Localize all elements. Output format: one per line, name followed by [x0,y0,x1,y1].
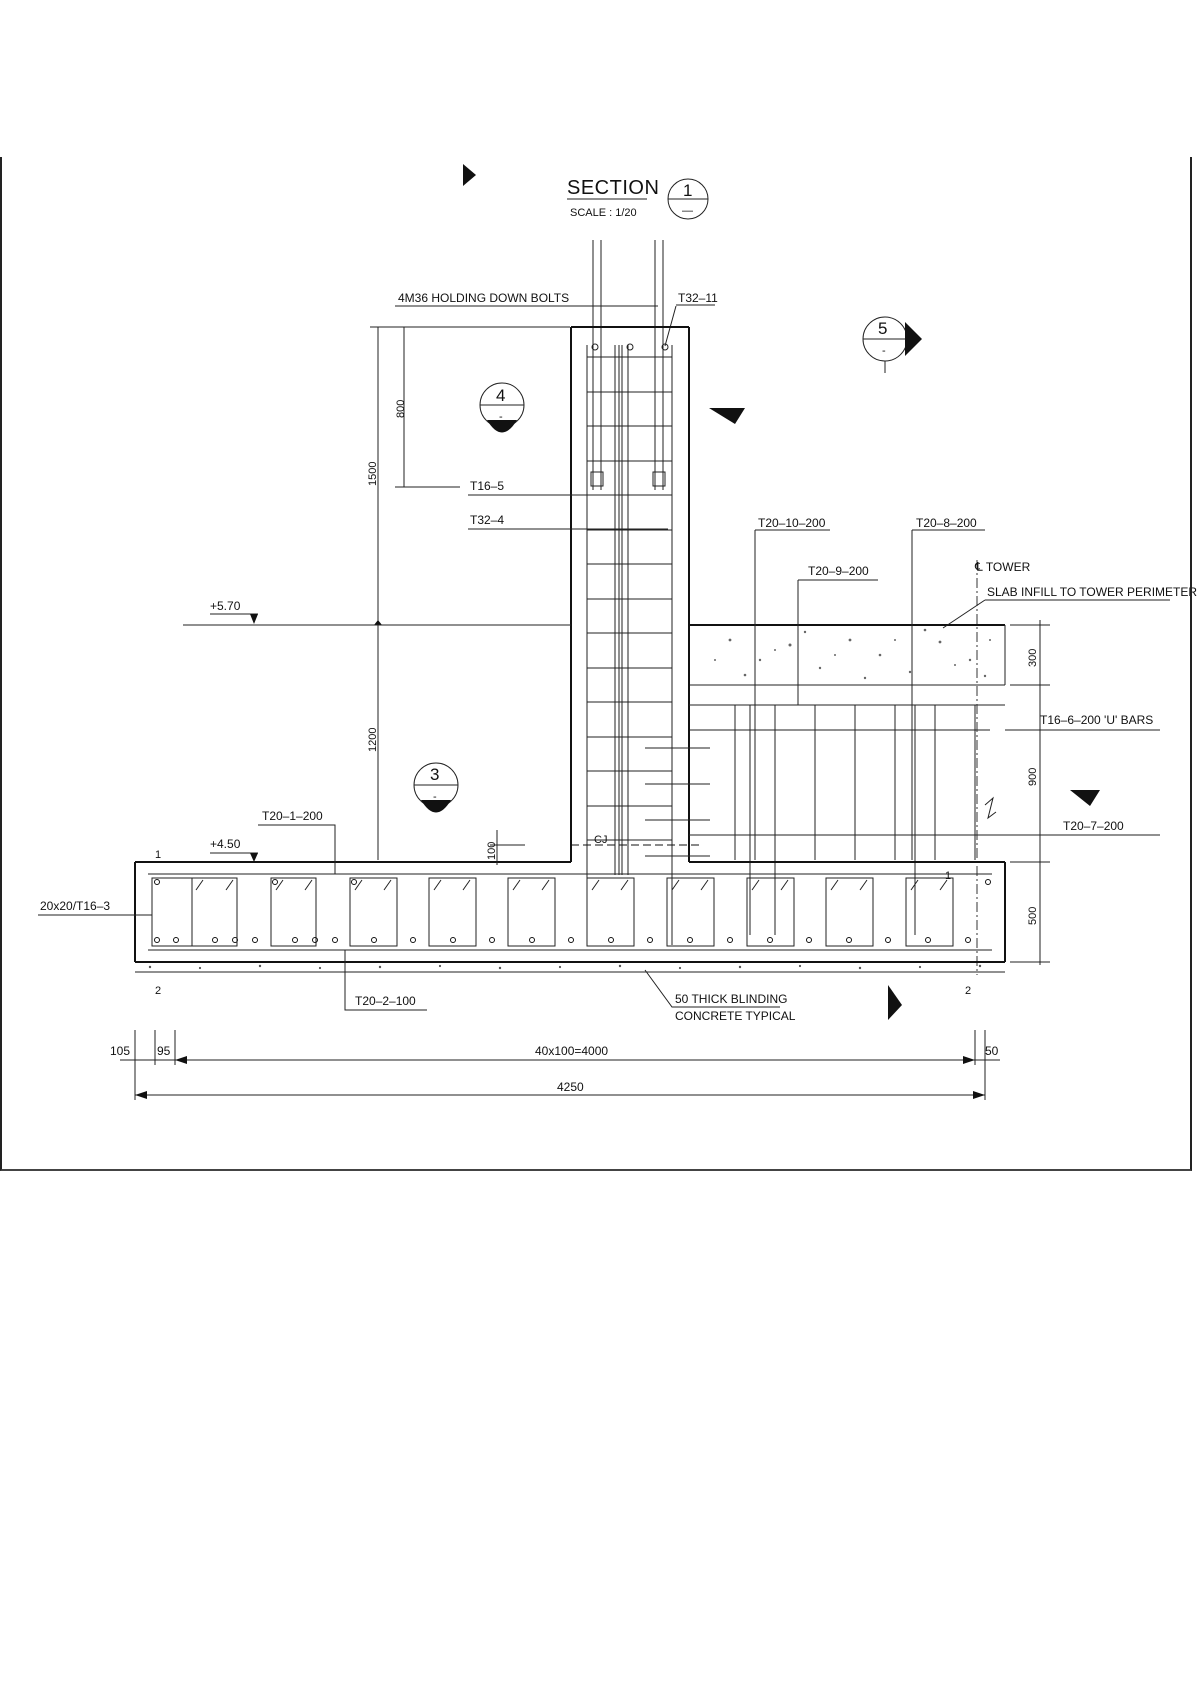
section-marker-sheet: — [682,205,693,217]
level-450: +4.50 [210,837,241,851]
marker-5-number: 5 [878,319,887,338]
section-arrow-bottom [888,985,902,1020]
section-marker-number: 1 [683,181,692,200]
label-t20-1: T20–1–200 [262,809,323,823]
dim-500: 500 [1027,907,1039,925]
label-blinding-1: 50 THICK BLINDING [675,992,787,1006]
label-t20-2: T20–2–100 [355,994,416,1008]
dim-50: 50 [985,1044,999,1058]
level-570-marker [250,614,258,624]
level-marker-right-top [709,408,745,424]
dimensions-vertical-left [370,326,570,860]
right-wall [645,625,1005,935]
section-marker-1: 1 — [667,178,709,220]
slab-infill-leader [942,599,986,629]
marker-4-sheet: - [499,411,503,423]
section-arrow-top [463,164,476,186]
marker-3: 3 - [413,762,459,813]
dim-100: 100 [486,842,498,860]
dimensions-horizontal [120,1030,1000,1100]
dim-900: 900 [1027,768,1039,786]
t20-1-leader [258,824,336,874]
marker-3-number: 3 [430,765,439,784]
dim-300: 300 [1027,649,1039,667]
label-cj: CJ [594,834,607,846]
level-marker-right-mid [1070,790,1100,806]
base-reinforcement [148,873,992,951]
label-tower: ℄ TOWER [974,560,1031,574]
marker-4: 4 - [479,382,525,433]
drawing-title: SECTION [567,177,659,199]
break-line [984,796,997,820]
label-blinding-2: CONCRETE TYPICAL [675,1009,796,1023]
dim-105: 105 [110,1044,130,1058]
marker-3-sheet: - [433,791,437,803]
column-stem [570,326,690,945]
label-t32-4: T32–4 [470,513,504,527]
label-t16-3: 20x20/T16–3 [40,899,110,913]
marker-4-number: 4 [496,386,505,405]
label-t16-5: T16–5 [470,479,504,493]
dimensions-vertical-right [1010,620,1050,965]
dim-95: 95 [157,1044,171,1058]
label-slab-infill: SLAB INFILL TO TOWER PERIMETER [987,585,1197,599]
label-t20-10: T20–10–200 [758,516,826,530]
grid-mark-left-top: 1 [155,849,161,861]
label-t20-9: T20–9–200 [808,564,869,578]
blinding-hatch [148,964,982,970]
dim-800: 800 [395,400,407,418]
dim-1500: 1500 [367,462,379,486]
label-t20-8: T20–8–200 [916,516,977,530]
dim-1200: 1200 [367,728,379,752]
label-t32-11: T32–11 [678,291,718,305]
t20-2-leader [344,950,427,1011]
label-t20-7: T20–7–200 [1063,819,1124,833]
dim-4250: 4250 [557,1080,584,1094]
grid-mark-right-bottom: 2 [965,985,971,997]
drawing-scale: SCALE : 1/20 [570,207,637,219]
label-hd-bolts: 4M36 HOLDING DOWN BOLTS [398,291,569,305]
holding-down-bolts [590,240,666,490]
dim-4000: 40x100=4000 [535,1044,608,1058]
slab-infill [689,624,1006,686]
grid-mark-left-bottom: 2 [155,985,161,997]
level-570: +5.70 [210,599,241,613]
level-450-marker [250,853,258,862]
marker-5-sheet: - [882,345,886,357]
blinding-leader [644,969,780,1008]
grid-mark-right-top: 1 [945,870,951,882]
label-t16-6: T16–6–200 'U' BARS [1040,713,1153,727]
marker-5: 5 - [862,316,922,373]
